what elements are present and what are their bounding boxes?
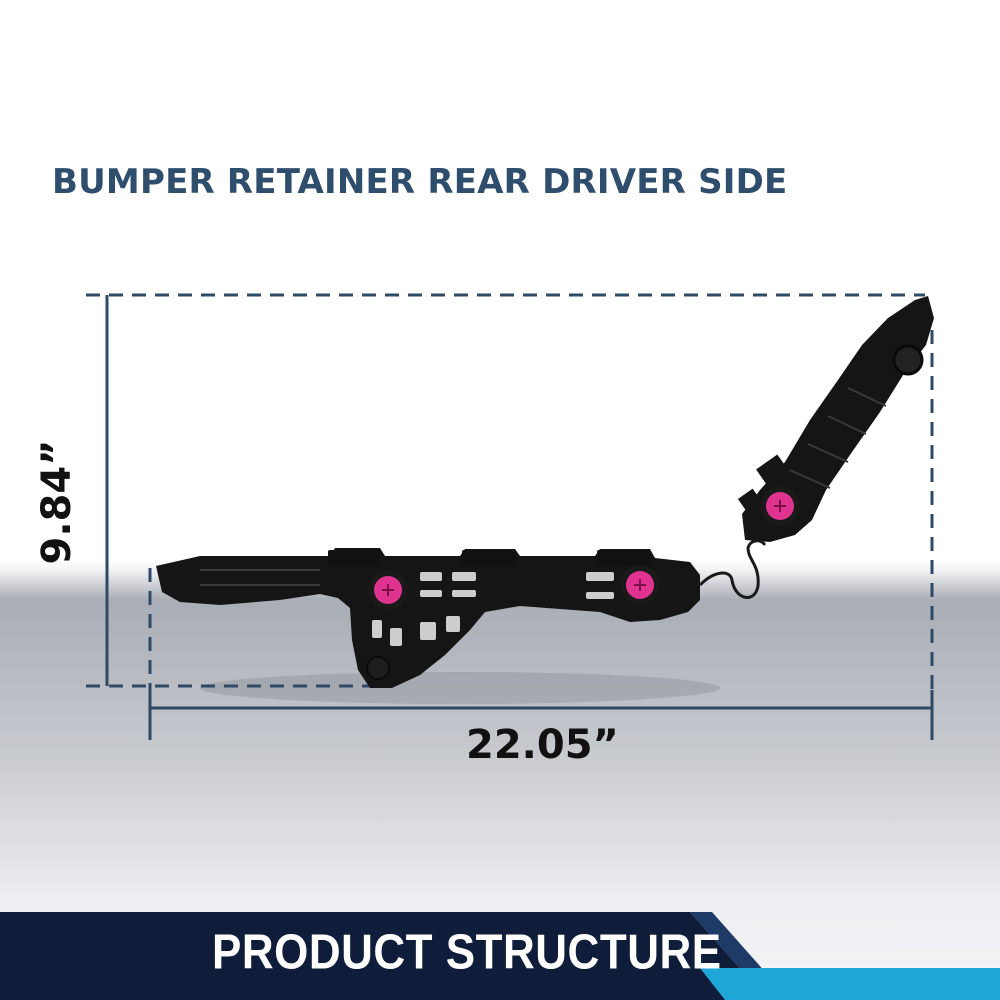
pink-push-clip-icon [368, 486, 800, 610]
product-title: BUMPER RETAINER REAR DRIVER SIDE [52, 162, 788, 202]
dimension-lines [86, 293, 934, 740]
width-dimension-label: 22.05” [466, 722, 619, 768]
product-structure-banner [0, 912, 1000, 1000]
part-shadow [200, 672, 720, 704]
bumper-retainer-bracket-icon [156, 296, 934, 688]
banner-label: PRODUCT STRUCTURE [212, 925, 722, 980]
height-dimension-label: 9.84” [34, 439, 80, 565]
